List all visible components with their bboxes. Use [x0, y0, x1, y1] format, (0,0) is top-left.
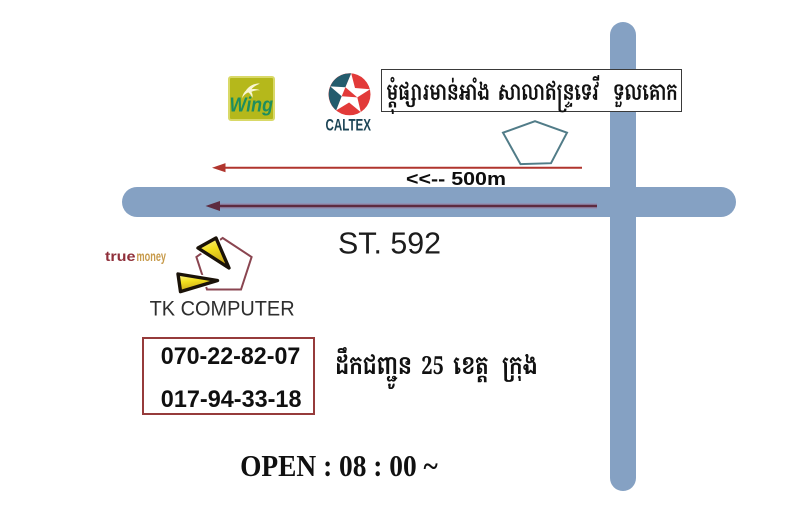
svg-text:true: true [105, 249, 136, 264]
svg-text:money: money [137, 249, 167, 264]
svg-text:<<-- 500m: <<-- 500m [406, 169, 506, 189]
svg-text:017-94-33-18: 017-94-33-18 [161, 386, 302, 413]
svg-text:Wing: Wing [230, 95, 274, 117]
svg-text:TK COMPUTER: TK COMPUTER [150, 297, 295, 321]
svg-text:CALTEX: CALTEX [326, 117, 372, 135]
svg-text:ST. 592: ST. 592 [338, 226, 441, 261]
svg-text:OPEN : 08 : 00 ~: OPEN : 08 : 00 ~ [240, 449, 438, 483]
svg-text:070-22-82-07: 070-22-82-07 [161, 343, 300, 370]
